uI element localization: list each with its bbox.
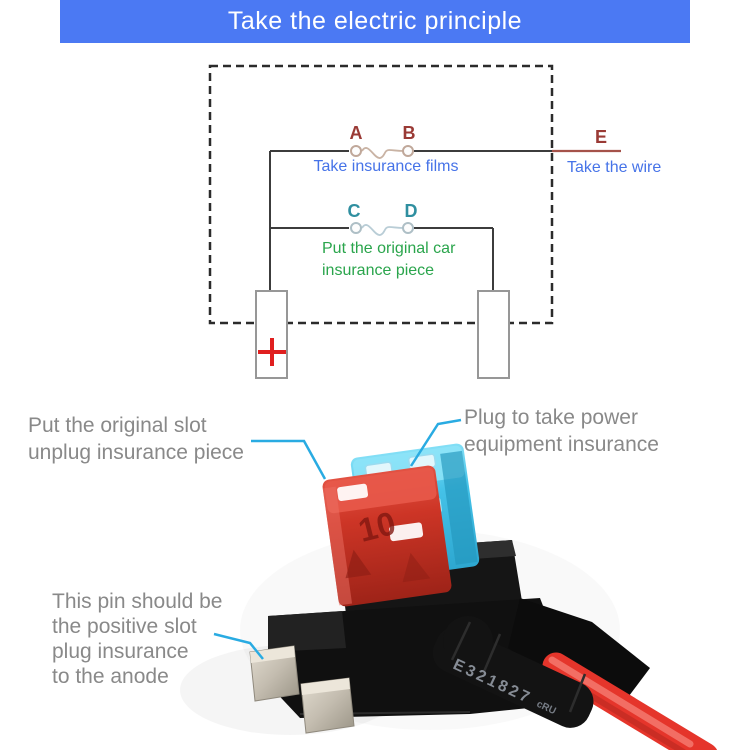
caption-put-original-line1: Put the original car [322, 240, 456, 257]
point-label-d: D [404, 201, 418, 221]
terminal-c-dot [350, 222, 362, 234]
fuse-rating-text: 10 [355, 504, 400, 549]
caption-take-insurance-films: Take insurance films [313, 158, 459, 175]
caption-take-the-wire: Take the wire [567, 159, 662, 176]
fuse-cd-squiggle [361, 224, 404, 236]
blade-pin-right [300, 677, 355, 734]
callout-power-equipment-line2: equipment insurance [464, 433, 659, 456]
wire-ab [269, 150, 552, 291]
terminal-b-dot [402, 145, 414, 157]
plus-symbol [258, 338, 286, 366]
callout-power-equipment-line1: Plug to take power [464, 406, 638, 429]
caption-put-original-line2: insurance piece [322, 262, 435, 279]
point-label-a: A [349, 123, 363, 143]
leader-line-original-slot [251, 439, 327, 480]
dashed-box [208, 64, 554, 325]
wire-cd [270, 227, 494, 291]
point-label-c: C [347, 201, 361, 221]
point-label-b: B [402, 123, 416, 143]
callout-positive-pin-line1: This pin should be [52, 590, 223, 613]
callout-original-slot-line2: unplug insurance piece [28, 441, 244, 464]
callout-positive-pin-line4: to the anode [52, 665, 169, 688]
leader-line-positive-pin [213, 632, 264, 660]
circuit-diagram [208, 64, 621, 379]
fuse-tap-product: 10 [249, 443, 718, 750]
callout-original-slot-line1: Put the original slot [28, 414, 207, 437]
terminal-a-dot [350, 145, 362, 157]
red-fuse: 10 [322, 465, 452, 607]
blade-pin-left [249, 645, 300, 702]
callout-power-equipment: Plug to take power equipment insurance [464, 404, 659, 458]
fuse-ab-squiggle [361, 147, 404, 159]
header-title: Take the electric principle [227, 7, 523, 35]
callout-positive-pin-line2: the positive slot [52, 615, 197, 638]
right-terminal-block [477, 290, 510, 379]
callout-positive-pin-line3: plug insurance [52, 640, 189, 663]
holder-arm [508, 598, 650, 708]
callout-original-slot: Put the original slot unplug insurance p… [28, 412, 244, 466]
terminal-d-dot [402, 222, 414, 234]
callout-positive-pin: This pin should be the positive slot plu… [52, 589, 222, 689]
leader-line-power-equipment [409, 418, 462, 467]
header-title-bar: Take the electric principle [60, 0, 690, 43]
point-label-e: E [594, 127, 607, 147]
